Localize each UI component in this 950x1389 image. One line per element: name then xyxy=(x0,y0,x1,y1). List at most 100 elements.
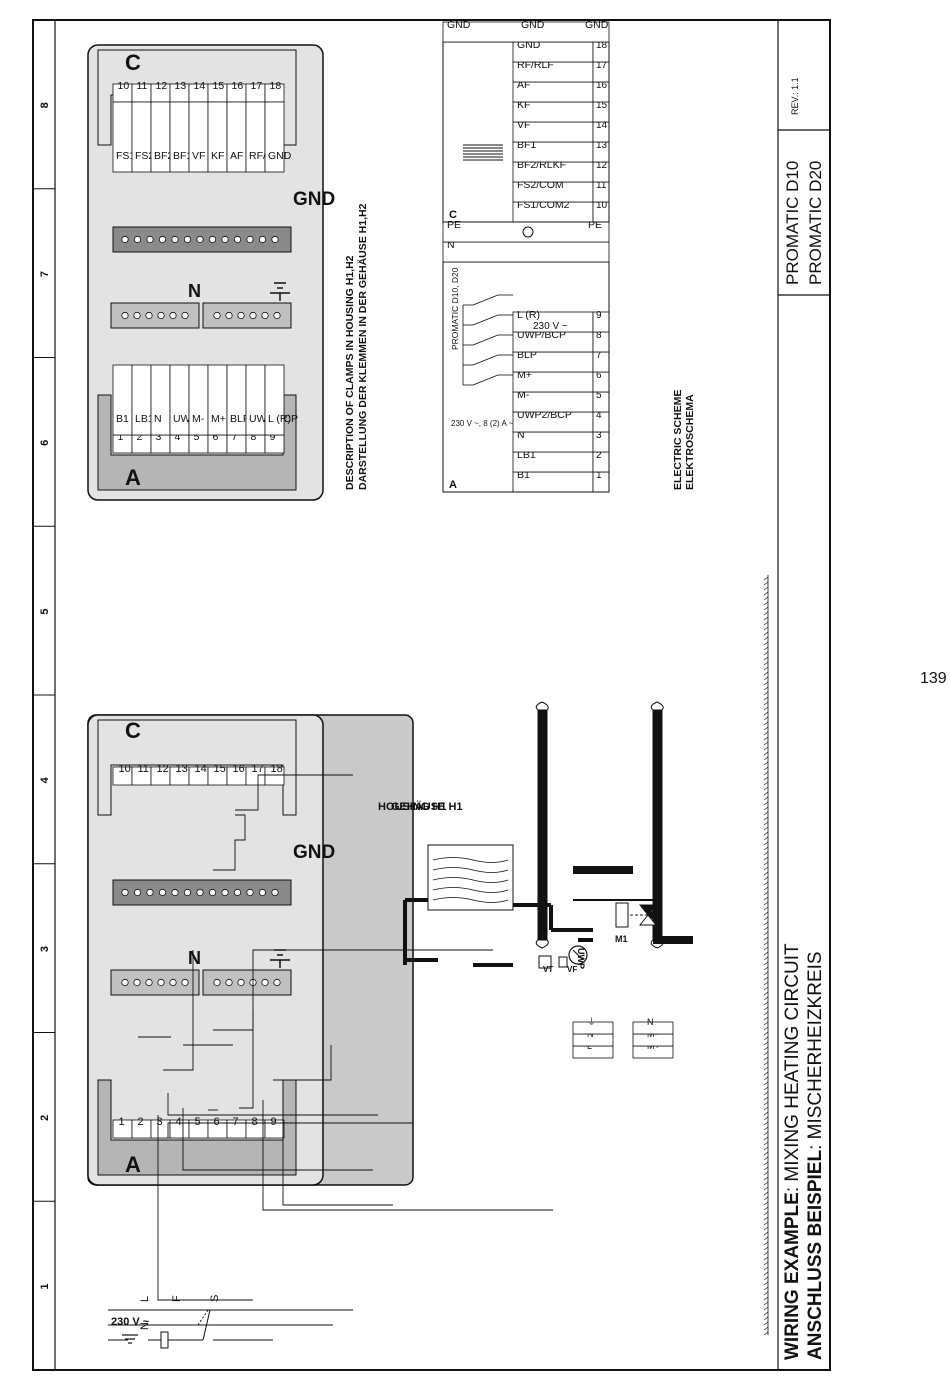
hatch-stroke xyxy=(763,936,769,941)
scheme-a-num: 6 xyxy=(596,370,602,381)
hatch-stroke xyxy=(763,1001,769,1006)
hatch-stroke xyxy=(763,1101,769,1106)
scheme-c-num: 17 xyxy=(596,60,608,71)
clamp-a-row-num: 5 xyxy=(194,431,200,443)
hatch-stroke xyxy=(763,1006,769,1011)
model-d20: PROMATIC D20 xyxy=(806,161,825,285)
earth-terminal-dot xyxy=(273,978,281,987)
title-block: WIRING EXAMPLE: MIXING HEATING CIRCUIT A… xyxy=(777,20,830,1370)
clamp-a-row-num: 8 xyxy=(251,431,257,443)
hatch-stroke xyxy=(763,791,769,796)
hatch-stroke xyxy=(763,946,769,951)
hatch-stroke xyxy=(763,971,769,976)
hatch-stroke xyxy=(763,1211,769,1216)
housing-h1-label-en: HOUSING H1 xyxy=(378,801,446,813)
hatch-stroke xyxy=(763,1156,769,1161)
scheme-c-num: 10 xyxy=(596,200,608,211)
clamp-block-a xyxy=(97,394,297,491)
hatch-stroke xyxy=(763,1296,769,1301)
hatch-stroke xyxy=(763,701,769,706)
hatch-stroke xyxy=(763,1141,769,1146)
clamp-heading-en: DESCRIPTION OF CLAMPS IN HOUSING H1,H2 xyxy=(344,255,356,490)
title-en-bold: WIRING EXAMPLE xyxy=(782,1192,803,1360)
clamp-n-dot xyxy=(181,311,189,320)
clamp-gnd-terminals xyxy=(121,235,279,244)
clamp-c-row-num: 18 xyxy=(270,80,282,92)
hatch-stroke xyxy=(763,916,769,921)
hatch-stroke xyxy=(763,1096,769,1101)
vt-label: VT xyxy=(543,965,553,974)
hatch-stroke xyxy=(763,801,769,806)
vt-sensor-icon xyxy=(538,955,552,969)
hatch-stroke xyxy=(763,786,769,791)
ruler-number: 5 xyxy=(39,609,51,615)
hatch-stroke xyxy=(763,1061,769,1066)
hatch-stroke xyxy=(763,1331,769,1336)
hatch-stroke xyxy=(763,616,769,621)
hatch-stroke xyxy=(763,1301,769,1306)
radiator-coils xyxy=(432,857,509,903)
hatch-stroke xyxy=(763,1231,769,1236)
h1-c-terminal-num: 15 xyxy=(214,763,226,775)
housing-h1-label-de: GEHÄUSE H1 xyxy=(391,800,463,813)
clamp-a-row-num: 3 xyxy=(156,431,162,443)
gnd-terminal-dot xyxy=(221,888,229,897)
hatch-stroke xyxy=(763,1051,769,1056)
hatch-stroke xyxy=(763,696,769,701)
hatch-stroke xyxy=(763,706,769,711)
hatch-stroke xyxy=(763,711,769,716)
h1-c-terminal-num: 11 xyxy=(138,763,149,775)
scheme-gnd-header: GND xyxy=(521,19,545,31)
hatch-stroke xyxy=(763,1071,769,1076)
vf-label: VF xyxy=(567,965,577,974)
clamp-heading-de: DARSTELLUNG DER KLEMMEN IN DER GEHÄUSE H… xyxy=(356,203,369,490)
scheme-c-num: 18 xyxy=(596,40,608,51)
radiator-coil xyxy=(432,857,509,863)
scheme-c-letter: C xyxy=(449,209,457,221)
h1-a-terminal-num: 5 xyxy=(195,1116,201,1128)
scheme-models: PROMATIC D10, D20 xyxy=(450,267,460,350)
hatch-stroke xyxy=(763,1091,769,1096)
hatch-stroke xyxy=(763,581,769,586)
hatch-stroke xyxy=(763,1311,769,1316)
scheme-c-num: 16 xyxy=(596,80,608,91)
scheme-c-num: 15 xyxy=(596,100,608,111)
clamp-n-dot xyxy=(121,311,129,320)
hatch-stroke xyxy=(763,626,769,631)
hatch-stroke xyxy=(763,1026,769,1031)
clamp-earth-terminals xyxy=(213,311,281,320)
hatch-stroke xyxy=(763,1191,769,1196)
clamp-gnd-dot xyxy=(271,235,279,244)
hatch-stroke xyxy=(763,1146,769,1151)
clamp-gnd-dot xyxy=(233,235,242,244)
hatched-band xyxy=(763,575,769,1336)
ruler-number: 3 xyxy=(39,946,51,952)
letter-c-h1: C xyxy=(125,718,141,743)
hatch-stroke xyxy=(763,691,769,696)
hatch-stroke xyxy=(763,861,769,866)
clamp-earth-icon xyxy=(270,282,290,301)
n-terminal-dot xyxy=(157,978,165,987)
hatch-stroke xyxy=(763,666,769,671)
h1-a-terminal-num: 6 xyxy=(214,1116,220,1128)
supply-s: S xyxy=(209,1295,221,1302)
clamp-c-row-label: BF1 xyxy=(173,150,192,162)
n-block-h1 xyxy=(110,969,200,996)
h1-a-terminal-num: 9 xyxy=(271,1116,277,1128)
clamp-gnd-dot xyxy=(183,235,192,244)
hatch-stroke xyxy=(763,746,769,751)
hatch-stroke xyxy=(763,766,769,771)
scheme-a-label: L (R) xyxy=(517,309,540,321)
hatch-stroke xyxy=(763,741,769,746)
h1-c-terminal-num: 18 xyxy=(271,763,283,775)
gnd-terminal-dot xyxy=(258,888,267,897)
hatch-stroke xyxy=(763,1316,769,1321)
clamp-c-row-num: 15 xyxy=(213,80,225,92)
radiator xyxy=(427,844,514,911)
scheme-heading-en: ELECTRIC SCHEME xyxy=(672,390,684,490)
